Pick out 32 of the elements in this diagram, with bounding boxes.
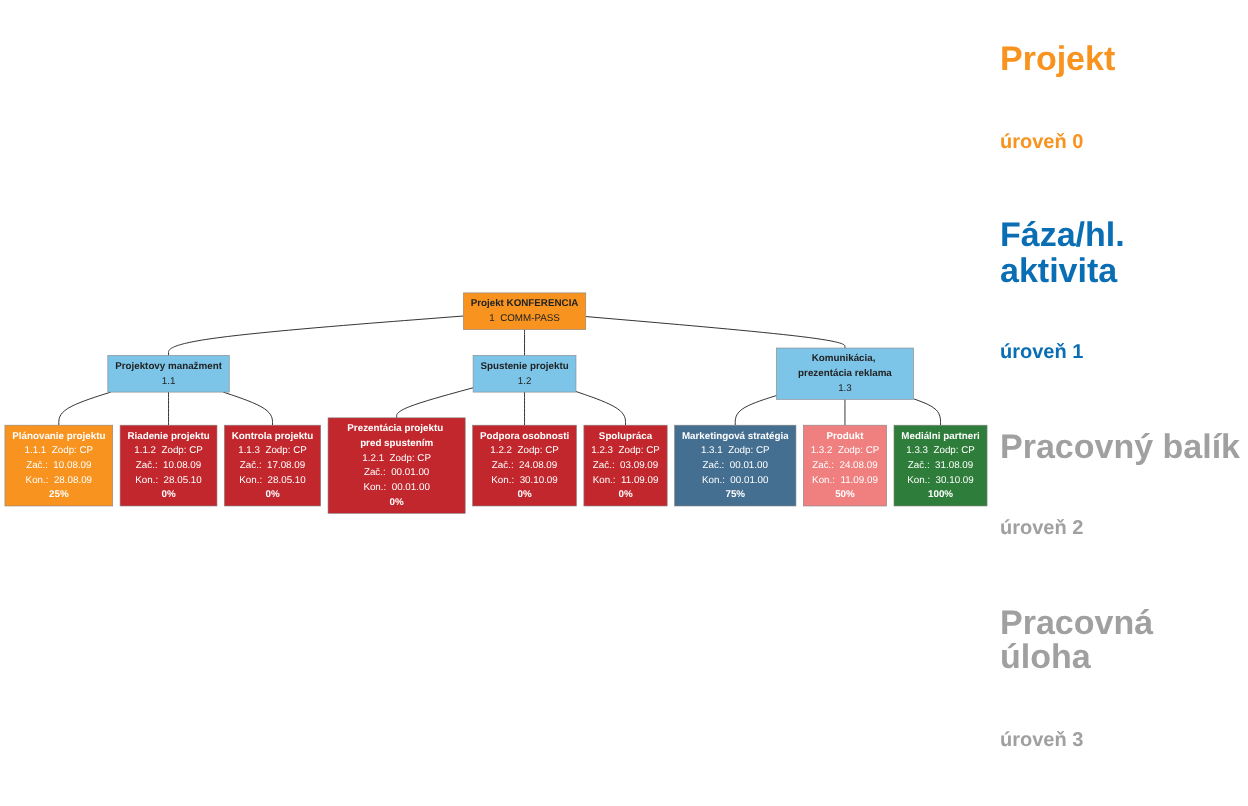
connector bbox=[168, 315, 464, 356]
node-box bbox=[893, 424, 988, 507]
level-heading: Fáza/hl. aktivita bbox=[1000, 218, 1127, 290]
connector bbox=[913, 398, 941, 426]
node-box bbox=[803, 424, 887, 507]
node-box bbox=[4, 424, 114, 507]
level-heading: Pracovný balík bbox=[1000, 429, 1240, 466]
level-caption: úroveň 2 bbox=[1000, 518, 1086, 541]
connector bbox=[524, 391, 525, 426]
node-box bbox=[327, 417, 466, 514]
connector bbox=[168, 391, 169, 426]
connector bbox=[585, 315, 846, 349]
connector bbox=[524, 329, 525, 356]
node-box bbox=[583, 424, 668, 507]
node-box bbox=[224, 424, 321, 507]
connector bbox=[575, 390, 626, 426]
node-box bbox=[472, 354, 577, 393]
node-box bbox=[119, 424, 218, 507]
node-box bbox=[463, 292, 587, 330]
node-box bbox=[674, 424, 797, 507]
connector bbox=[734, 394, 777, 426]
node-box bbox=[107, 354, 230, 393]
level-heading: Projekt bbox=[1000, 42, 1118, 79]
node-box bbox=[472, 424, 577, 507]
node-box bbox=[776, 347, 914, 400]
connector bbox=[396, 387, 474, 419]
connector bbox=[222, 391, 273, 426]
level-caption: úroveň 0 bbox=[1000, 131, 1086, 154]
level-heading: Pracovná úloha bbox=[1000, 605, 1156, 677]
connector bbox=[58, 391, 112, 426]
level-caption: úroveň 3 bbox=[1000, 729, 1086, 752]
level-caption: úroveň 1 bbox=[1000, 342, 1086, 365]
